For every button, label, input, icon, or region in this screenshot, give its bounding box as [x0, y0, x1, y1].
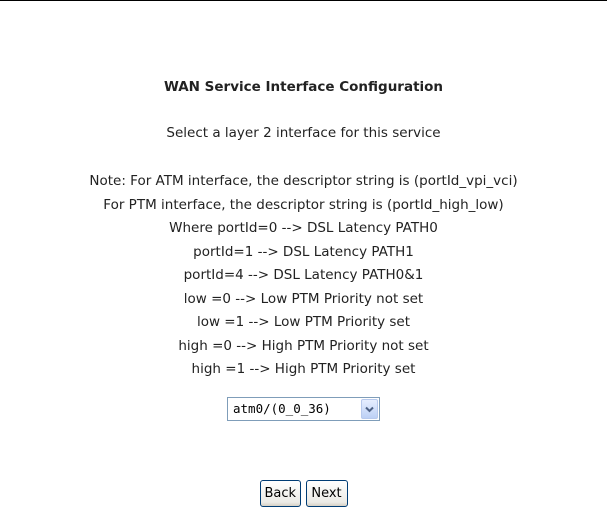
note-line: Where portId=0 --> DSL Latency PATH0 [169, 220, 438, 236]
note-line: high =0 --> High PTM Priority not set [178, 337, 429, 354]
wan-service-panel: WAN Service Interface Configuration Sele… [0, 77, 607, 507]
note-line: For PTM interface, the descriptor string… [103, 196, 504, 213]
layer2-interface-select[interactable]: atm0/(0_0_36) [227, 396, 380, 421]
page-title: WAN Service Interface Configuration [163, 79, 444, 95]
note-line: portId=4 --> DSL Latency PATH0&1 [183, 267, 424, 283]
note-line: Note: For ATM interface, the descriptor … [89, 173, 518, 189]
top-divider [0, 0, 607, 1]
next-button[interactable]: Next [305, 479, 348, 507]
descriptor-notes: Note: For ATM interface, the descriptor … [0, 170, 607, 382]
selected-interface-value: atm0/(0_0_36) [233, 400, 331, 416]
back-button[interactable]: Back [259, 479, 301, 507]
page-subtitle: Select a layer 2 interface for this serv… [166, 125, 441, 141]
dropdown-toggle-button[interactable] [361, 398, 378, 419]
note-line: portId=1 --> DSL Latency PATH1 [193, 243, 414, 260]
chevron-down-icon [365, 406, 374, 412]
note-line: high =1 --> High PTM Priority set [191, 361, 416, 377]
note-line: low =1 --> Low PTM Priority set [196, 314, 411, 330]
note-line: low =0 --> Low PTM Priority not set [183, 290, 424, 307]
navigation-buttons: Back Next [0, 479, 607, 507]
